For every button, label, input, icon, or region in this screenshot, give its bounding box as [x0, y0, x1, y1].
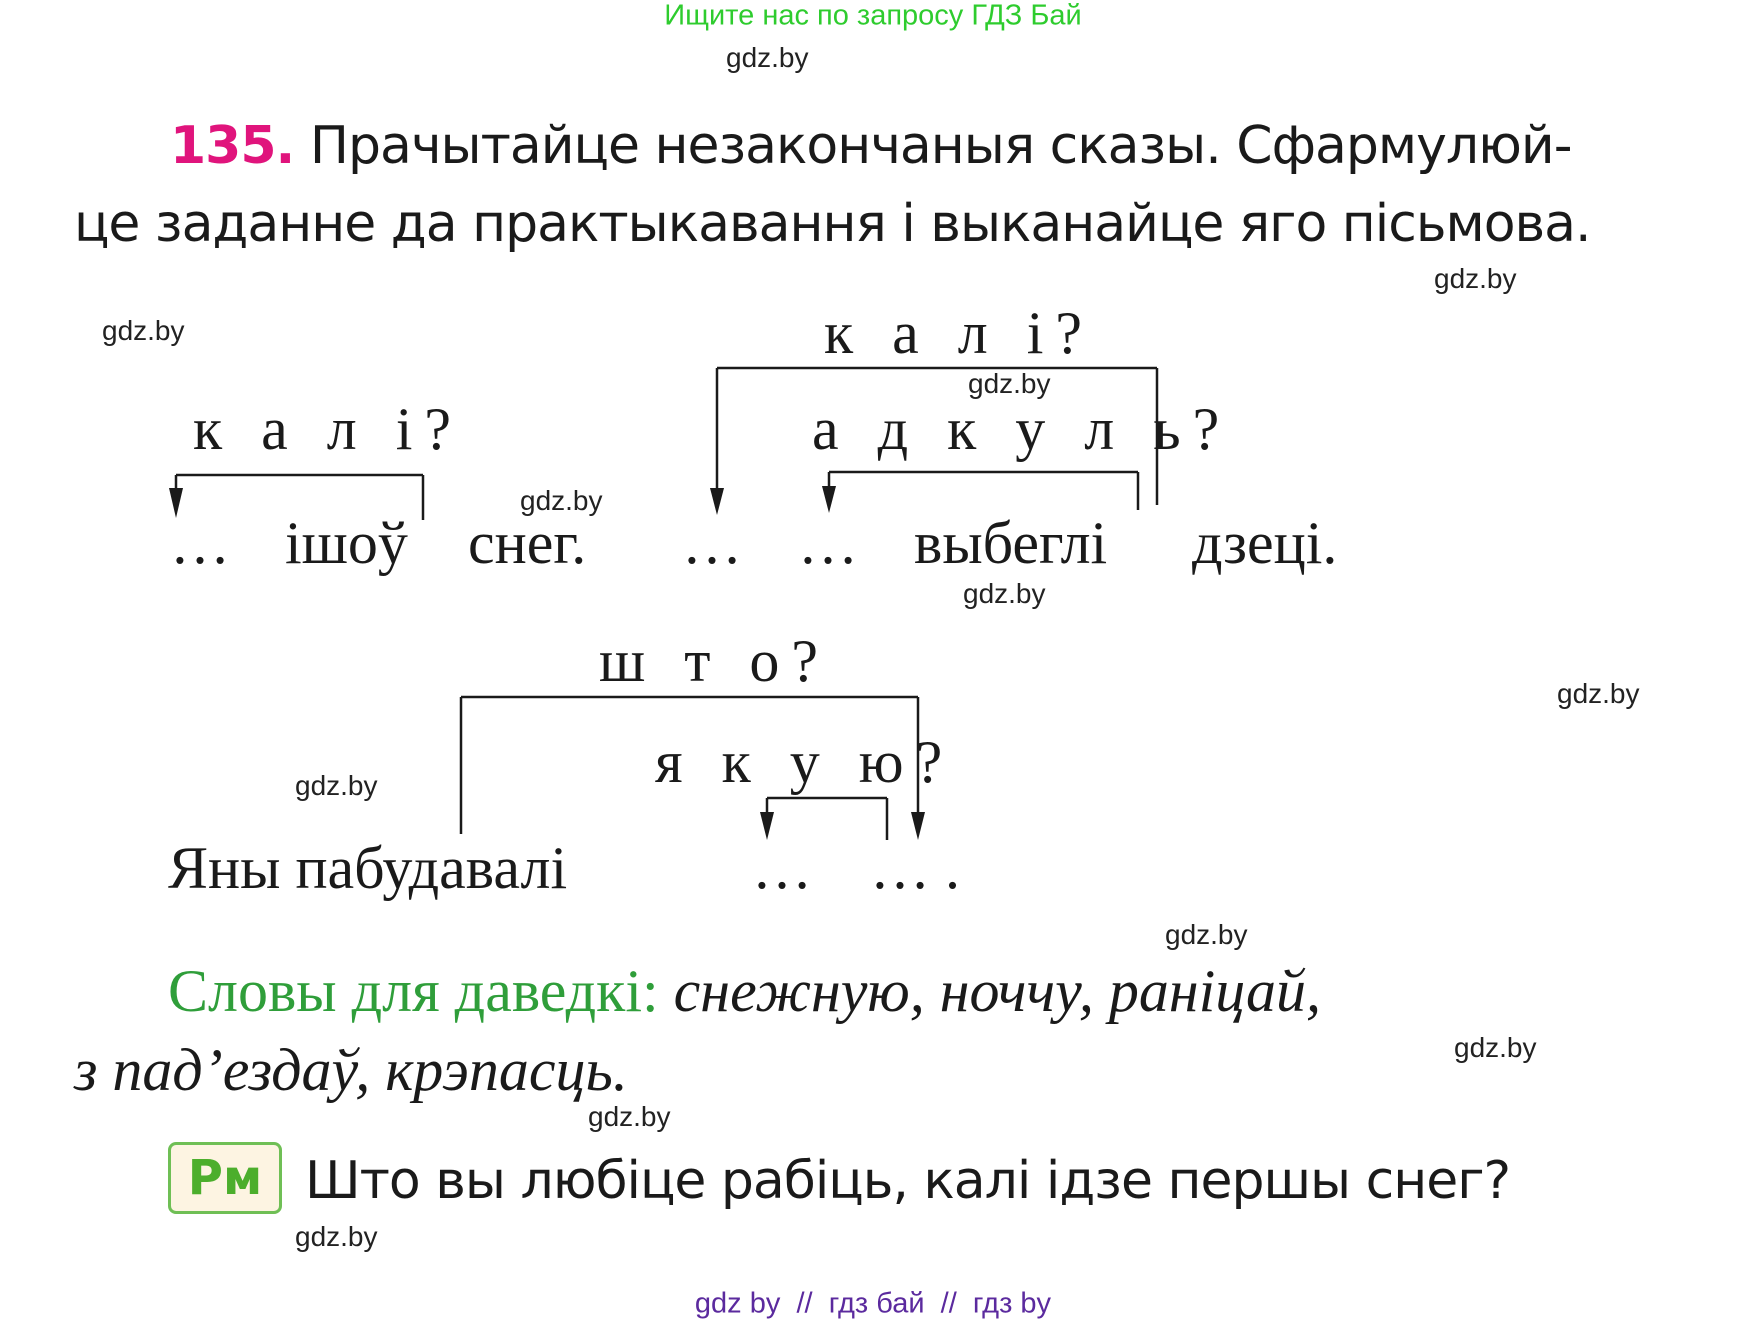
exercise-text-1: Прачытайце незакончаныя сказы. Сфармулюй… — [309, 116, 1573, 176]
question-yakuyu: я к у ю? — [655, 729, 955, 795]
hint-label: Словы для даведкі: — [168, 958, 659, 1024]
question-kali-top: к а л і? — [824, 300, 1095, 366]
blank: … — [752, 835, 812, 901]
watermark: gdz.by — [963, 578, 1046, 609]
search-banner: Ищите нас по запросу ГДЗ Бай — [664, 0, 1082, 32]
speech-question: Што вы любіце рабіць, калі ідзе першы сн… — [305, 1151, 1511, 1211]
watermark: gdz.by — [1557, 678, 1640, 709]
arrow-down-icon — [822, 486, 836, 513]
blank: … . — [870, 835, 960, 901]
bracket-kali-top — [715, 366, 1159, 505]
arrow-down-icon — [169, 488, 183, 518]
footer-links: gdz by // гдз бай // гдз by — [694, 1287, 1052, 1320]
speech-badge: Рм — [168, 1142, 282, 1214]
bracket-yakuyu — [765, 796, 889, 840]
hint-line-1: Словы для даведкі: снежную, ноччу, раніц… — [168, 961, 1321, 1021]
watermark: gdz.by — [520, 485, 603, 516]
word: выбеглі — [914, 510, 1108, 576]
exercise-number: 135. — [170, 116, 295, 176]
hint-line-2: з пад’ездаў, крэпасць. — [74, 1037, 628, 1103]
word: дзеці. — [1192, 510, 1338, 576]
question-shto: ш т о? — [599, 628, 831, 694]
word: снег. — [468, 510, 587, 576]
blank: … — [798, 510, 858, 576]
arrow-down-icon — [760, 812, 774, 840]
watermark: gdz.by — [295, 770, 378, 801]
watermark: gdz.by — [588, 1101, 671, 1132]
blank: … — [170, 510, 230, 576]
watermark: gdz.by — [295, 1221, 378, 1252]
hint-words: снежную, ноччу, раніцай, — [673, 958, 1321, 1024]
arrow-down-icon — [710, 488, 724, 515]
watermark: gdz.by — [968, 368, 1051, 399]
sentence-start: Яны пабудавалі — [168, 835, 568, 901]
watermark: gdz.by — [726, 42, 809, 73]
exercise-line-1: 135. Прачытайце незакончаныя сказы. Сфар… — [170, 120, 1572, 172]
watermark: gdz.by — [102, 315, 185, 346]
watermark: gdz.by — [1434, 263, 1517, 294]
question-kali-left: к а л і? — [193, 396, 464, 462]
word: ішоў — [285, 510, 408, 576]
question-adkul: а д к у л ь? — [812, 396, 1232, 462]
blank: … — [682, 510, 742, 576]
arrow-down-icon — [911, 812, 925, 840]
bracket-adkul — [827, 470, 1140, 510]
bracket-shto — [459, 695, 920, 834]
watermark: gdz.by — [1454, 1032, 1537, 1063]
watermark: gdz.by — [1165, 919, 1248, 950]
exercise-line-2: це заданне да практыкавання і выканайце … — [74, 194, 1592, 254]
